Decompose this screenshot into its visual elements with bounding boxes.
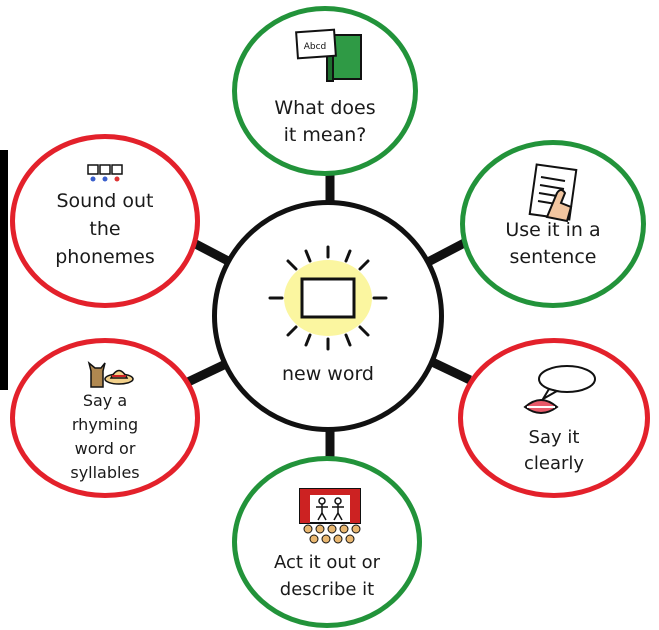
glowing-frame-icon — [268, 245, 388, 351]
center-label: new word — [281, 363, 374, 385]
node-sentence: Use it in a sentence — [460, 140, 646, 308]
node-sound-label: Sound out the phonemes — [55, 190, 155, 268]
dictionary-book-icon: Abcd — [295, 28, 362, 82]
node-act-label: Act it out or describe it — [273, 552, 381, 600]
node-rhyme: Say a rhyming word or syllables — [10, 338, 200, 498]
speaking-mouth-icon — [523, 365, 596, 414]
node-say-label: Say it clearly — [523, 427, 585, 474]
connector-say — [426, 355, 472, 385]
left-edge-bar — [0, 150, 8, 390]
pointing-at-text-icon — [528, 163, 578, 223]
node-say: Say it clearly — [458, 338, 650, 498]
cat-and-hat-icon — [87, 360, 134, 388]
dictionary-book-text: Abcd — [304, 42, 327, 52]
node-act: Act it out or describe it — [232, 456, 422, 628]
theatre-stage-icon — [299, 488, 361, 544]
node-meaning: Abcd What does it mean? — [232, 6, 418, 176]
node-meaning-label: What does it mean? — [274, 97, 376, 146]
node-rhyme-label: Say a rhyming word or syllables — [70, 391, 140, 482]
node-sound: Sound out the phonemes — [10, 134, 200, 308]
phoneme-boxes-icon — [87, 164, 123, 182]
center-node: new word — [212, 200, 444, 432]
node-sentence-label: Use it in a sentence — [505, 219, 601, 268]
